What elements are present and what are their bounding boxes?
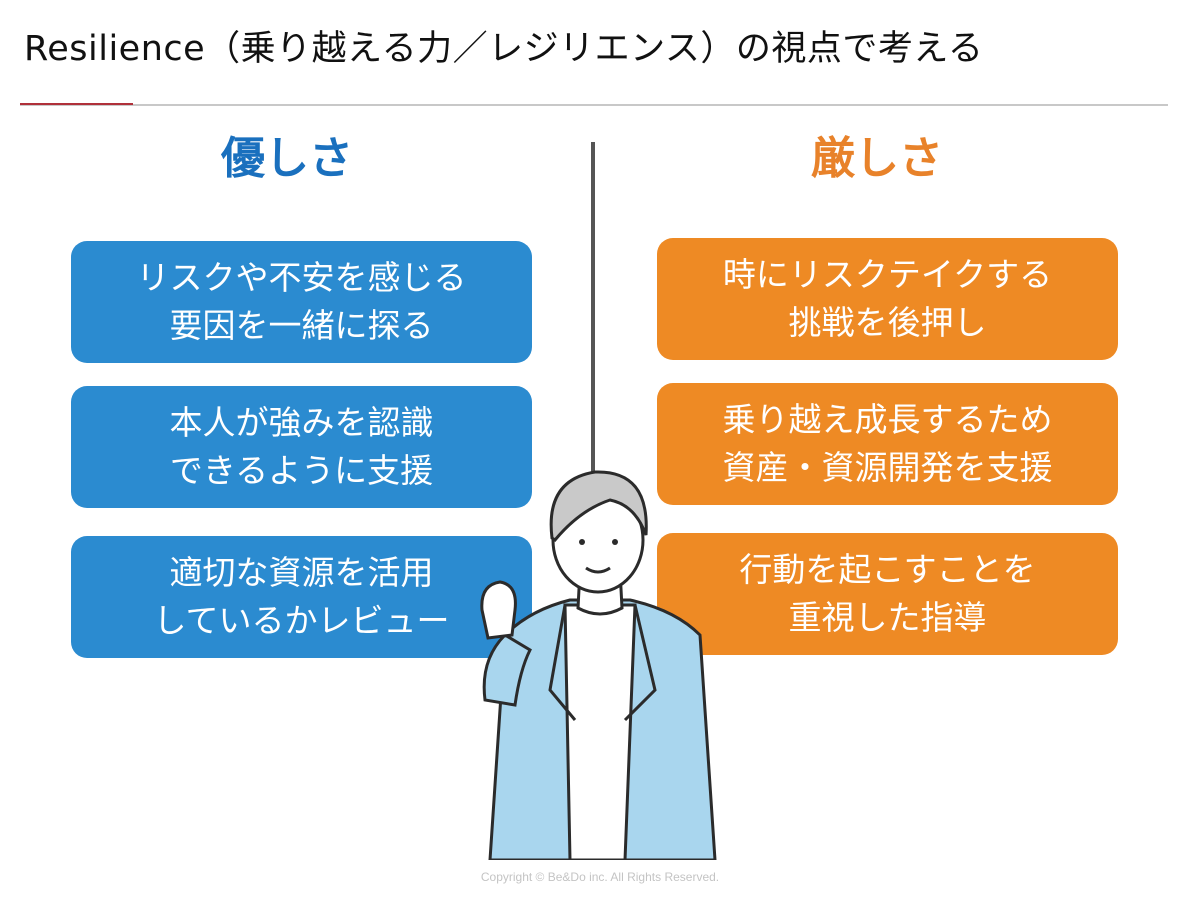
center-divider [591,142,595,472]
item-line: 時にリスクテイクする [722,255,1053,294]
person-illustration [480,470,717,860]
item-line: 本人が強みを認識 [169,403,434,442]
kindness-item-1: リスクや不安を感じる 要因を一緒に探る [71,241,532,363]
heading-kindness: 優しさ [221,133,353,184]
item-line: 重視した指導 [788,598,987,637]
strictness-item-1: 時にリスクテイクする 挑戦を後押し [657,238,1118,360]
item-line: しているかレビュー [153,601,450,640]
heading-strictness: 厳しさ [811,133,943,184]
strictness-item-3: 行動を起こすことを 重視した指導 [657,533,1118,655]
kindness-item-3: 適切な資源を活用 しているかレビュー [71,536,532,658]
slide-title: Resilience（乗り越える力／レジリエンス）の視点で考える [24,29,984,69]
item-line: リスクや不安を感じる [136,258,467,297]
title-accent-line [20,103,133,105]
item-line: 乗り越え成長するため [722,400,1053,439]
item-line: 適切な資源を活用 [169,553,434,592]
item-line: 行動を起こすことを [739,550,1036,589]
kindness-item-2: 本人が強みを認識 できるように支援 [71,386,532,508]
title-underline [20,104,1168,106]
item-line: 挑戦を後押し [788,303,987,342]
item-line: できるように支援 [169,451,434,490]
copyright-notice: Copyright © Be&Do inc. All Rights Reserv… [480,870,720,884]
item-line: 要因を一緒に探る [169,306,434,345]
strictness-item-2: 乗り越え成長するため 資産・資源開発を支援 [657,383,1118,505]
item-line: 資産・資源開発を支援 [722,448,1053,487]
